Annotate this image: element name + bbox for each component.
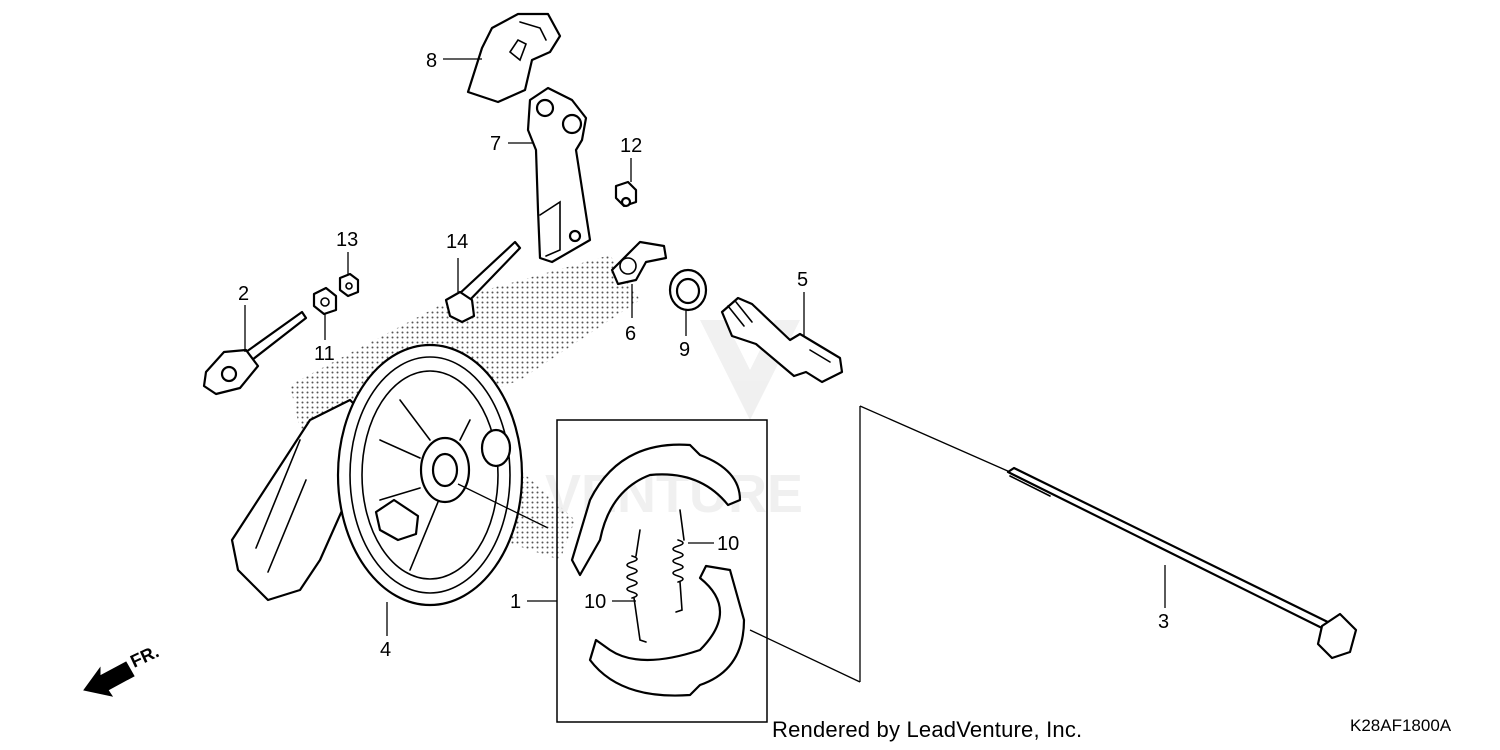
callout-1: 1 — [510, 591, 521, 613]
front-direction-marker: FR. — [83, 641, 162, 697]
front-label: FR. — [127, 641, 162, 671]
callout-3: 3 — [1158, 611, 1169, 633]
part-12-nut[interactable] — [614, 180, 638, 208]
callout-11: 11 — [314, 343, 335, 365]
part-8-cable-guide[interactable] — [466, 12, 562, 104]
callout-7: 7 — [490, 133, 501, 155]
callout-10-upper: 10 — [717, 533, 739, 555]
front-arrow-icon — [83, 661, 135, 697]
leader-lines — [244, 58, 1166, 683]
callout-labels: 8 7 12 14 13 2 11 6 9 5 3 4 1 10 10 — [238, 50, 1169, 661]
callout-14: 14 — [446, 231, 468, 253]
callout-12: 12 — [620, 135, 642, 157]
part-11-nut[interactable] — [312, 286, 338, 316]
callout-4: 4 — [380, 639, 391, 661]
callout-9: 9 — [679, 339, 690, 361]
part-10-spring-a[interactable] — [672, 509, 685, 613]
callout-6: 6 — [625, 323, 636, 345]
callout-5: 5 — [797, 269, 808, 291]
part-3-axle[interactable] — [1006, 466, 1358, 660]
callout-8: 8 — [426, 50, 437, 72]
rendered-by-credit: Rendered by LeadVenture, Inc. — [772, 717, 1083, 742]
diagram-code: K28AF1800A — [1350, 716, 1452, 735]
part-13-nut[interactable] — [338, 272, 360, 298]
part-2-adjuster-bolt[interactable] — [202, 310, 308, 396]
callout-2: 2 — [238, 283, 249, 305]
shoe-set-box — [556, 419, 768, 723]
callout-10-lower: 10 — [584, 591, 606, 613]
part-6-indicator-plate[interactable] — [610, 240, 668, 286]
part-5-brake-cam[interactable] — [720, 296, 844, 384]
part-7-brake-arm[interactable] — [526, 86, 592, 264]
callout-13: 13 — [336, 229, 358, 251]
part-4-brake-panel[interactable] — [230, 343, 524, 607]
part-1-brake-shoe-set[interactable] — [556, 419, 768, 723]
part-9-oil-seal[interactable] — [668, 268, 708, 312]
part-14-bolt[interactable] — [444, 240, 522, 324]
part-10-spring-b[interactable] — [626, 529, 647, 643]
